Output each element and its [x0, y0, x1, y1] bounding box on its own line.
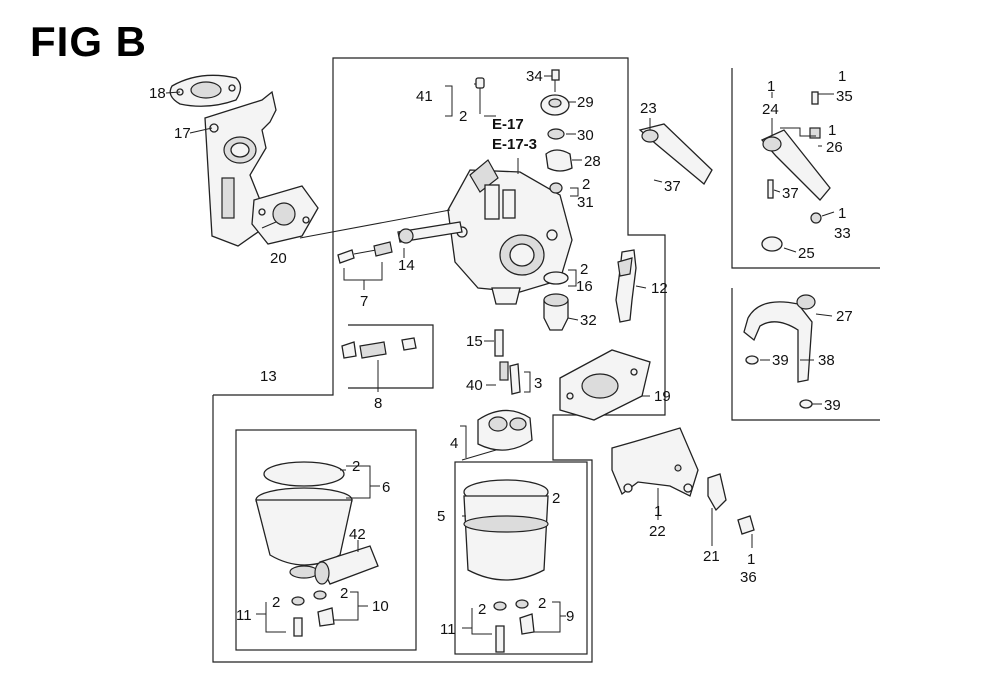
callout-2-c: 2	[580, 261, 588, 278]
callout-20: 20	[270, 250, 287, 267]
callout-41: 41	[416, 88, 433, 105]
callout-4: 4	[450, 435, 458, 452]
callout-2-g: 2	[552, 490, 560, 507]
callout-29: 29	[577, 94, 594, 111]
callout-1-e: 1	[654, 503, 662, 520]
callout-30: 30	[577, 127, 594, 144]
callout-37-a: 37	[664, 178, 681, 195]
carburetor-body	[447, 159, 573, 305]
drain-tube-42	[314, 545, 379, 585]
callout-18: 18	[149, 85, 166, 102]
callout-2-i: 2	[538, 595, 546, 612]
callout-24: 24	[762, 101, 779, 118]
screw-set-8	[341, 337, 417, 359]
callout-17: 17	[174, 125, 191, 142]
callout-35: 35	[836, 88, 853, 105]
callout-40: 40	[466, 377, 483, 394]
callout-2-d: 2	[352, 458, 360, 475]
callout-9: 9	[566, 608, 574, 625]
callout-34: 34	[526, 68, 543, 85]
callout-5: 5	[437, 508, 445, 525]
tube-and-clips	[743, 294, 816, 409]
float-12	[615, 249, 637, 323]
gasket-18	[169, 74, 242, 107]
clamp-21	[707, 473, 755, 535]
callout-13: 13	[260, 368, 277, 385]
callout-27: 27	[836, 308, 853, 325]
callout-2-h: 2	[478, 601, 486, 618]
callout-12: 12	[651, 280, 668, 297]
screw-41	[475, 77, 485, 114]
callout-16: 16	[576, 278, 593, 295]
bowl-parts-upper-right	[540, 69, 573, 194]
callout-2-f: 2	[340, 585, 348, 602]
figure-title: FIG B	[30, 18, 147, 65]
callout-1-b: 1	[838, 68, 846, 85]
callout-1-a: 1	[767, 78, 775, 95]
callout-8: 8	[374, 395, 382, 412]
callout-1-f: 1	[747, 551, 755, 568]
gasket-20	[251, 185, 319, 245]
insulator-19	[559, 349, 651, 421]
callout-14: 14	[398, 257, 415, 274]
callout-2-a: 2	[459, 108, 467, 125]
ref-e17: E-17	[492, 116, 524, 133]
callout-22: 22	[649, 523, 666, 540]
ref-e17-3: E-17-3	[492, 136, 537, 153]
callout-1-d: 1	[838, 205, 846, 222]
callout-26: 26	[826, 139, 843, 156]
callout-1-c: 1	[828, 122, 836, 139]
choke-lever-assy-24	[760, 91, 831, 252]
jet-and-holder	[543, 271, 569, 331]
callout-19: 19	[654, 388, 671, 405]
callout-2-b: 2	[582, 176, 590, 193]
pilot-screw-set	[337, 221, 463, 264]
callout-6: 6	[382, 479, 390, 496]
callout-11-b: 11	[440, 621, 456, 638]
group-outlines	[212, 57, 880, 663]
main-nozzle-set	[494, 329, 521, 395]
callout-33: 33	[834, 225, 851, 242]
callout-42: 42	[349, 526, 366, 543]
bracket-22	[611, 427, 699, 497]
callout-2-e: 2	[272, 594, 280, 611]
callout-31: 31	[577, 194, 594, 211]
callout-37-b: 37	[782, 185, 799, 202]
callout-39-b: 39	[824, 397, 841, 414]
callout-28: 28	[584, 153, 601, 170]
callout-21: 21	[703, 548, 720, 565]
callout-7: 7	[360, 293, 368, 310]
callout-10: 10	[372, 598, 389, 615]
callout-11-a: 11	[236, 607, 252, 624]
choke-lever-23	[638, 123, 713, 185]
callout-39-a: 39	[772, 352, 789, 369]
callout-38: 38	[818, 352, 835, 369]
callout-32: 32	[580, 312, 597, 329]
drain-screws-bottom	[291, 590, 535, 653]
float-bowl-6	[255, 461, 353, 579]
leader-lines	[165, 75, 835, 635]
callout-25: 25	[798, 245, 815, 262]
callout-3: 3	[534, 375, 542, 392]
float-bowl-5	[463, 479, 549, 581]
callout-labels: 18 17 20 41 2 34 29 30 28 2 31 14 7 8 13…	[149, 68, 853, 638]
callout-23: 23	[640, 100, 657, 117]
callout-15: 15	[466, 333, 483, 350]
float-chamber-4	[461, 409, 533, 461]
callout-36: 36	[740, 569, 757, 586]
